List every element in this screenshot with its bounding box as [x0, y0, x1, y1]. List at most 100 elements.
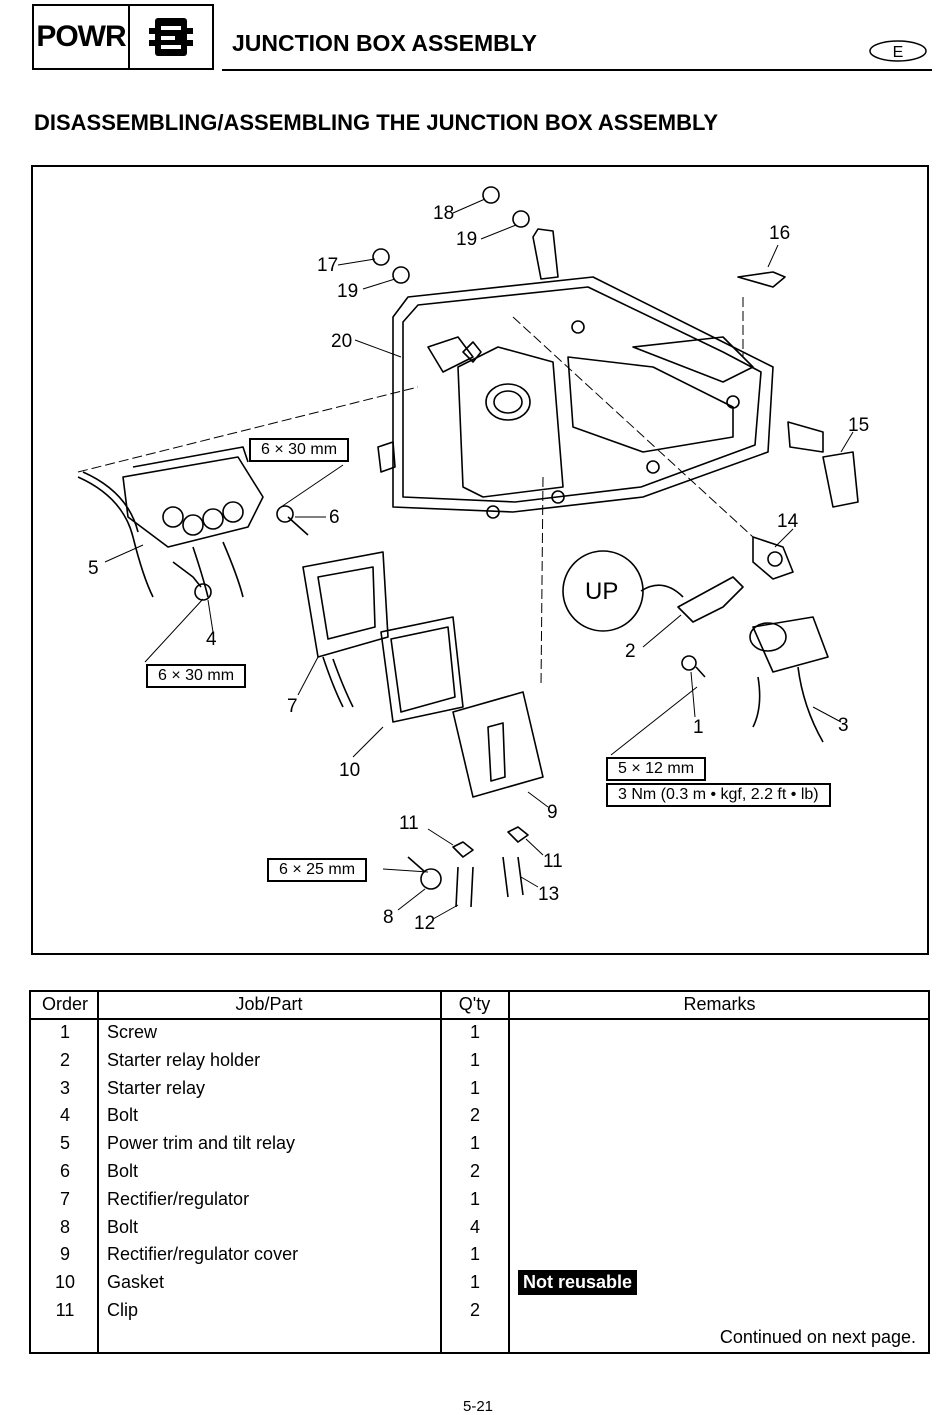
bracket-15 [822, 451, 859, 508]
header-part: Job/Part [235, 994, 303, 1014]
bolt-4-spec: 6 × 30 mm [146, 664, 247, 688]
callout-10: 10 [339, 760, 360, 781]
table-row: 5 Power trim and tilt relay 1 [31, 1133, 928, 1161]
callout-8: 8 [383, 907, 394, 928]
table-row: 7 Rectifier/regulator 1 [31, 1189, 928, 1217]
callout-19: 19 [337, 281, 358, 302]
grommet-19a [512, 210, 530, 228]
exploded-diagram: 18 19 17 19 20 16 15 14 6 5 4 7 10 2 1 3… [31, 165, 929, 955]
row-qty: 4 [469, 1216, 480, 1237]
screw-1-spec: 5 × 12 mm [606, 757, 707, 781]
section-title: DISASSEMBLING/ASSEMBLING THE JUNCTION BO… [34, 110, 719, 135]
row-part: Bolt [107, 1105, 139, 1126]
hose-12 [455, 866, 474, 908]
junction-box-outline [392, 276, 774, 513]
callout-20: 20 [331, 331, 352, 352]
row-order: 5 [59, 1133, 70, 1154]
header-remarks: Remarks [683, 994, 756, 1014]
bolt-8-spec: 6 × 25 mm [267, 858, 368, 882]
row-qty: 1 [469, 1244, 480, 1265]
table-row: 10 Gasket 1 Not reusable [31, 1270, 928, 1300]
table-row: 8 Bolt 4 [31, 1217, 928, 1245]
row-qty: 2 [469, 1300, 480, 1320]
not-reusable-badge: Not reusable [518, 1270, 638, 1296]
callout-15: 15 [848, 415, 869, 436]
callout-5: 5 [88, 558, 99, 579]
callout-11: 11 [543, 851, 563, 872]
row-order: 10 [54, 1272, 76, 1293]
callout-4: 4 [206, 629, 217, 650]
row-order: 8 [59, 1216, 70, 1237]
screw-1-torque: 3 Nm (0.3 m • kgf, 2.2 ft • lb) [606, 783, 831, 807]
callout-11: 11 [399, 813, 419, 834]
table-row: 2 Starter relay holder 1 [31, 1050, 928, 1078]
row-part: Bolt [107, 1216, 139, 1237]
callout-1: 1 [693, 717, 704, 738]
callout-7: 7 [287, 696, 298, 717]
screw-18 [482, 186, 500, 204]
row-part: Rectifier/regulator cover [107, 1244, 299, 1265]
continued-note: Continued on next page. [719, 1327, 916, 1347]
row-order: 1 [59, 1022, 70, 1042]
page-title: JUNCTION BOX ASSEMBLY [232, 30, 538, 56]
row-part: Power trim and tilt relay [107, 1133, 296, 1154]
rectifier-regulator [302, 551, 389, 658]
callout-17: 17 [317, 255, 338, 276]
section-code: POWR [34, 6, 130, 68]
callout-18: 18 [433, 203, 454, 224]
hose-13 [502, 856, 524, 898]
callout-2: 2 [625, 641, 636, 662]
callout-6: 6 [329, 507, 340, 528]
table-row: 11 Clip 2 [31, 1300, 928, 1328]
starter-relay-holder [677, 576, 744, 623]
row-part: Starter relay holder [107, 1049, 261, 1070]
row-qty: 1 [469, 1133, 480, 1154]
callout-3: 3 [838, 715, 849, 736]
row-order: 11 [55, 1300, 75, 1320]
header-order: Order [41, 994, 88, 1014]
row-order: 3 [59, 1077, 70, 1098]
row-qty: 2 [469, 1161, 480, 1181]
table-row: 9 Rectifier/regulator cover 1 [31, 1244, 928, 1272]
language-letter: E [893, 44, 904, 61]
table-row: 1 Screw 1 [31, 1022, 928, 1050]
row-part: Bolt [107, 1161, 139, 1181]
screw-17 [372, 248, 390, 266]
page-number: 5-21 [463, 1398, 494, 1415]
row-qty: 1 [469, 1049, 480, 1070]
row-qty: 1 [469, 1022, 480, 1042]
row-order: 2 [59, 1049, 70, 1070]
callout-14: 14 [777, 511, 799, 532]
row-part: Screw [107, 1022, 158, 1042]
row-qty: 1 [469, 1188, 480, 1209]
row-part: Gasket [107, 1272, 165, 1293]
up-label: UP [585, 578, 618, 605]
row-part: Rectifier/regulator [107, 1188, 250, 1209]
row-order: 9 [59, 1244, 70, 1265]
rectifier-cover [452, 691, 544, 798]
table-row: 6 Bolt 2 [31, 1161, 928, 1189]
row-order: 6 [59, 1161, 70, 1181]
electrical-box-icon [130, 6, 212, 68]
row-part: Clip [107, 1300, 139, 1320]
table-row: 3 Starter relay 1 [31, 1078, 928, 1106]
row-qty: 1 [469, 1077, 480, 1098]
bolt-6-spec: 6 × 30 mm [249, 438, 350, 462]
row-qty: 2 [469, 1105, 480, 1126]
gasket-10 [380, 616, 464, 723]
clip-14 [752, 536, 794, 580]
starter-relay [752, 616, 829, 673]
clamp-16 [737, 271, 786, 288]
section-badge: POWR [32, 4, 214, 70]
callout-12: 12 [414, 913, 435, 934]
callout-16: 16 [769, 223, 790, 244]
row-order: 7 [59, 1188, 70, 1209]
up-indicator-circle [562, 550, 644, 632]
callout-13: 13 [538, 884, 559, 905]
power-trim-relay [122, 456, 264, 548]
row-part: Starter relay [107, 1077, 206, 1098]
row-qty: 1 [469, 1272, 480, 1293]
grommet-19b [392, 266, 410, 284]
